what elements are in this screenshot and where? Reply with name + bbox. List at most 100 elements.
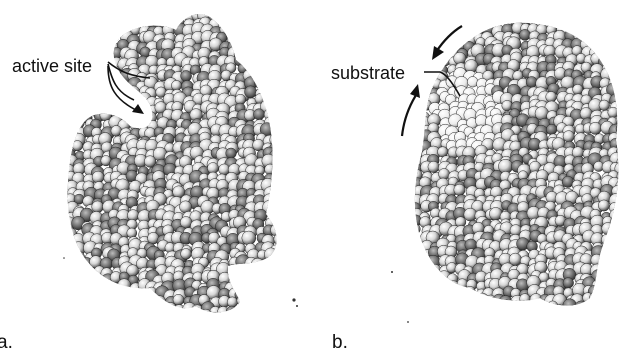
atom-sphere [76,32,86,42]
atom-sphere [619,53,632,66]
atom-sphere [252,311,264,323]
atom-sphere [183,302,197,316]
atom-sphere [55,282,69,296]
atom-sphere [455,8,469,22]
atom-sphere [244,2,255,13]
atom-sphere [410,55,424,69]
atom-sphere [621,205,631,215]
atom-sphere [610,46,622,58]
atom-sphere [454,34,465,45]
atom-sphere [502,308,515,321]
atom-sphere [166,0,178,12]
atom-sphere [481,310,494,323]
atom-sphere [422,273,433,284]
atom-sphere [57,275,68,286]
atom-sphere [410,126,422,138]
atom-sphere [111,291,121,301]
atom-sphere [600,304,612,316]
atom-sphere [173,294,184,305]
atom-sphere [103,28,114,39]
atom-sphere [55,189,68,202]
atom-sphere [90,87,103,100]
atom-sphere [607,52,619,64]
atom-sphere [272,162,286,176]
atom-sphere [245,9,258,22]
atom-sphere [602,223,614,235]
atom-sphere [413,17,425,29]
atom-sphere [219,8,231,20]
atom-sphere [616,114,629,127]
atom-sphere [618,299,631,312]
atom-sphere [73,251,85,263]
atom-sphere [58,10,68,20]
atom-sphere [467,77,478,88]
atom-sphere [400,312,412,324]
atom-sphere [580,311,594,325]
atom-sphere [447,303,459,315]
atom-sphere [274,173,286,185]
atom-sphere [130,299,141,310]
atom-sphere [190,309,203,322]
atom-sphere [274,233,286,245]
atom-sphere [616,141,629,154]
atom-sphere [592,14,606,28]
atom-sphere [420,22,432,34]
atom-sphere [411,268,425,282]
atom-sphere [257,57,268,68]
atom-sphere [264,248,277,261]
atom-sphere [608,248,618,258]
atom-sphere [66,35,79,48]
atom-sphere [236,283,246,293]
atom-sphere [409,24,421,36]
atom-sphere [621,211,632,222]
atom-sphere [617,170,629,182]
atom-sphere [63,117,76,130]
atom-sphere [125,11,138,24]
atom-sphere [601,310,612,321]
atom-sphere [143,10,157,24]
atom-sphere [609,285,621,297]
atom-sphere [118,279,131,292]
atom-sphere [131,304,143,316]
atom-sphere [466,300,480,314]
atom-sphere [617,280,631,294]
atom-sphere [66,93,79,106]
atom-sphere [263,80,277,94]
atom-sphere [245,18,259,32]
atom-sphere [155,2,167,14]
atom-sphere [112,2,125,15]
atom-sphere [271,80,281,90]
atom-sphere [237,40,251,54]
atom-sphere [91,283,102,294]
atom-sphere [56,77,70,91]
atom-sphere [255,78,265,88]
atom-sphere [245,296,255,306]
atom-sphere [57,174,67,184]
atom-sphere [109,32,119,42]
atom-sphere [72,141,82,151]
atom-sphere [602,254,616,268]
atom-sphere [600,46,613,59]
atom-sphere [402,179,413,190]
atom-sphere [256,0,269,13]
atom-sphere [76,268,88,280]
atom-sphere [102,96,112,106]
atom-sphere [600,278,611,289]
atom-sphere [436,17,449,30]
atom-sphere [54,124,68,138]
atom-sphere [517,5,531,19]
atom-sphere [72,78,86,92]
atom-sphere [620,296,630,306]
atom-sphere [499,296,513,310]
atom-sphere [444,293,457,306]
atom-sphere [256,65,268,77]
atom-sphere [55,232,67,244]
atom-sphere [410,48,421,59]
atom-sphere [252,24,264,36]
atom-sphere [56,132,69,145]
atom-sphere [619,87,633,101]
atom-sphere [261,63,273,75]
atom-sphere [476,17,487,28]
atom-sphere [84,295,95,306]
